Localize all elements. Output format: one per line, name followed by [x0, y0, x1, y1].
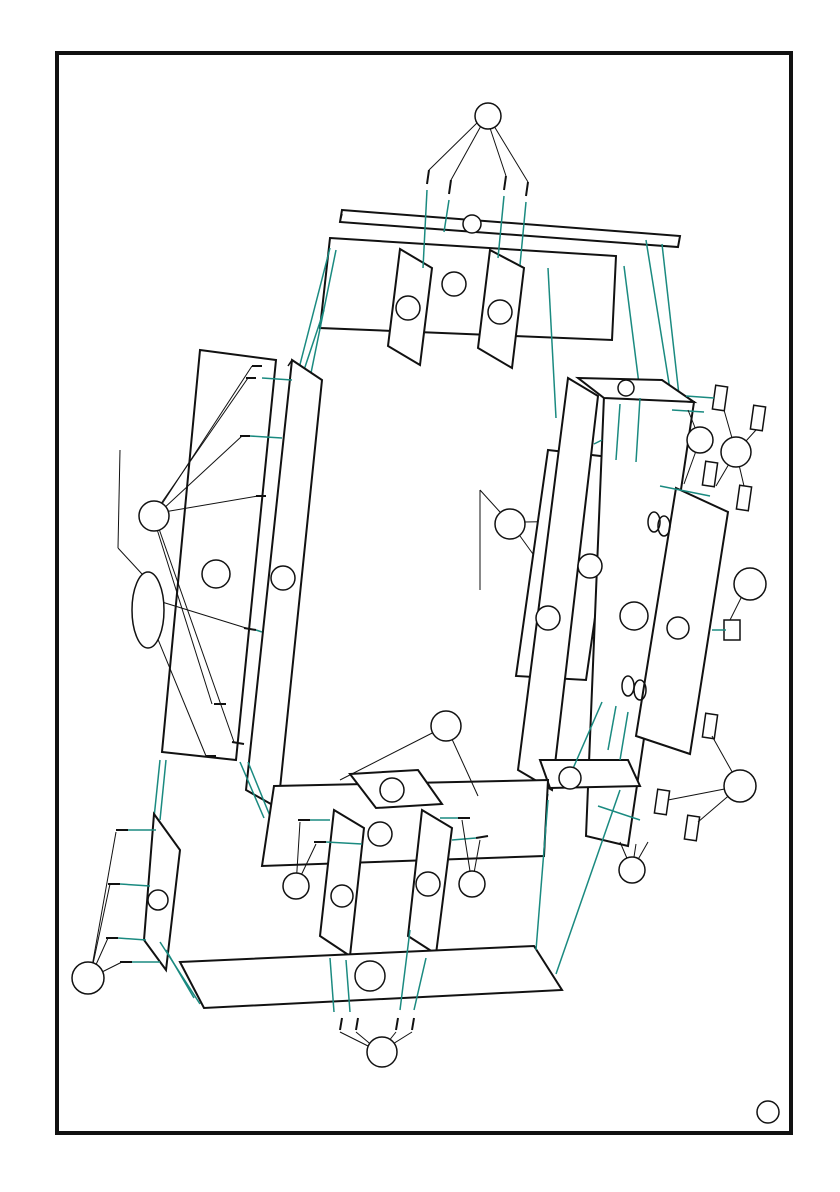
callout-panel-left-back — [202, 560, 230, 588]
callout-hw-center — [495, 509, 525, 539]
callout-hw-right-small — [687, 427, 713, 453]
callout-panel-right-side — [620, 602, 648, 630]
callout-top-dowels — [475, 103, 501, 129]
callout-panel-upper-back — [442, 272, 466, 296]
callout-hw-hinge — [734, 568, 766, 600]
left-side-group — [118, 350, 322, 820]
callout-panel-right-inner — [536, 606, 560, 630]
callout-hw-middle — [431, 711, 461, 741]
callout-shelf-lower-center — [380, 778, 404, 802]
shelf-right-bottom — [540, 760, 640, 788]
callout-shelf-right-bottom — [559, 767, 581, 789]
panel-upper-back — [320, 238, 616, 340]
callout-hw-left-ellipse — [132, 572, 164, 648]
right-side-group — [516, 378, 766, 883]
top-dowels — [427, 170, 528, 196]
callout-hw-lower-right-feet — [724, 770, 756, 802]
callout-page-number — [757, 1101, 779, 1123]
callout-panel-bottom — [355, 961, 385, 991]
top-panel-group — [296, 103, 680, 418]
callout-door-right — [667, 617, 689, 639]
callout-shelf-right-top — [618, 380, 634, 396]
callout-hw-lower-center — [459, 871, 485, 897]
callout-hw-far-left — [72, 962, 104, 994]
top-leaders — [429, 120, 528, 182]
callout-hw-left-group — [139, 501, 169, 531]
callout-hw-right-feet — [721, 437, 751, 467]
callout-panel-lower-left-side — [148, 890, 168, 910]
callout-panel-lower-back — [368, 822, 392, 846]
callout-hw-bottom-dowels — [367, 1037, 397, 1067]
callout-panel-left-side — [271, 566, 295, 590]
callout-panel-top — [463, 215, 481, 233]
callout-panel-right-inner-b — [578, 554, 602, 578]
callout-divider-lower-left — [331, 885, 353, 907]
callout-hw-lower-left — [283, 873, 309, 899]
callout-divider-upper-right — [488, 300, 512, 324]
callout-divider-upper-left — [396, 296, 420, 320]
callout-divider-lower-right — [416, 872, 440, 896]
callout-hw-lower-right — [619, 857, 645, 883]
